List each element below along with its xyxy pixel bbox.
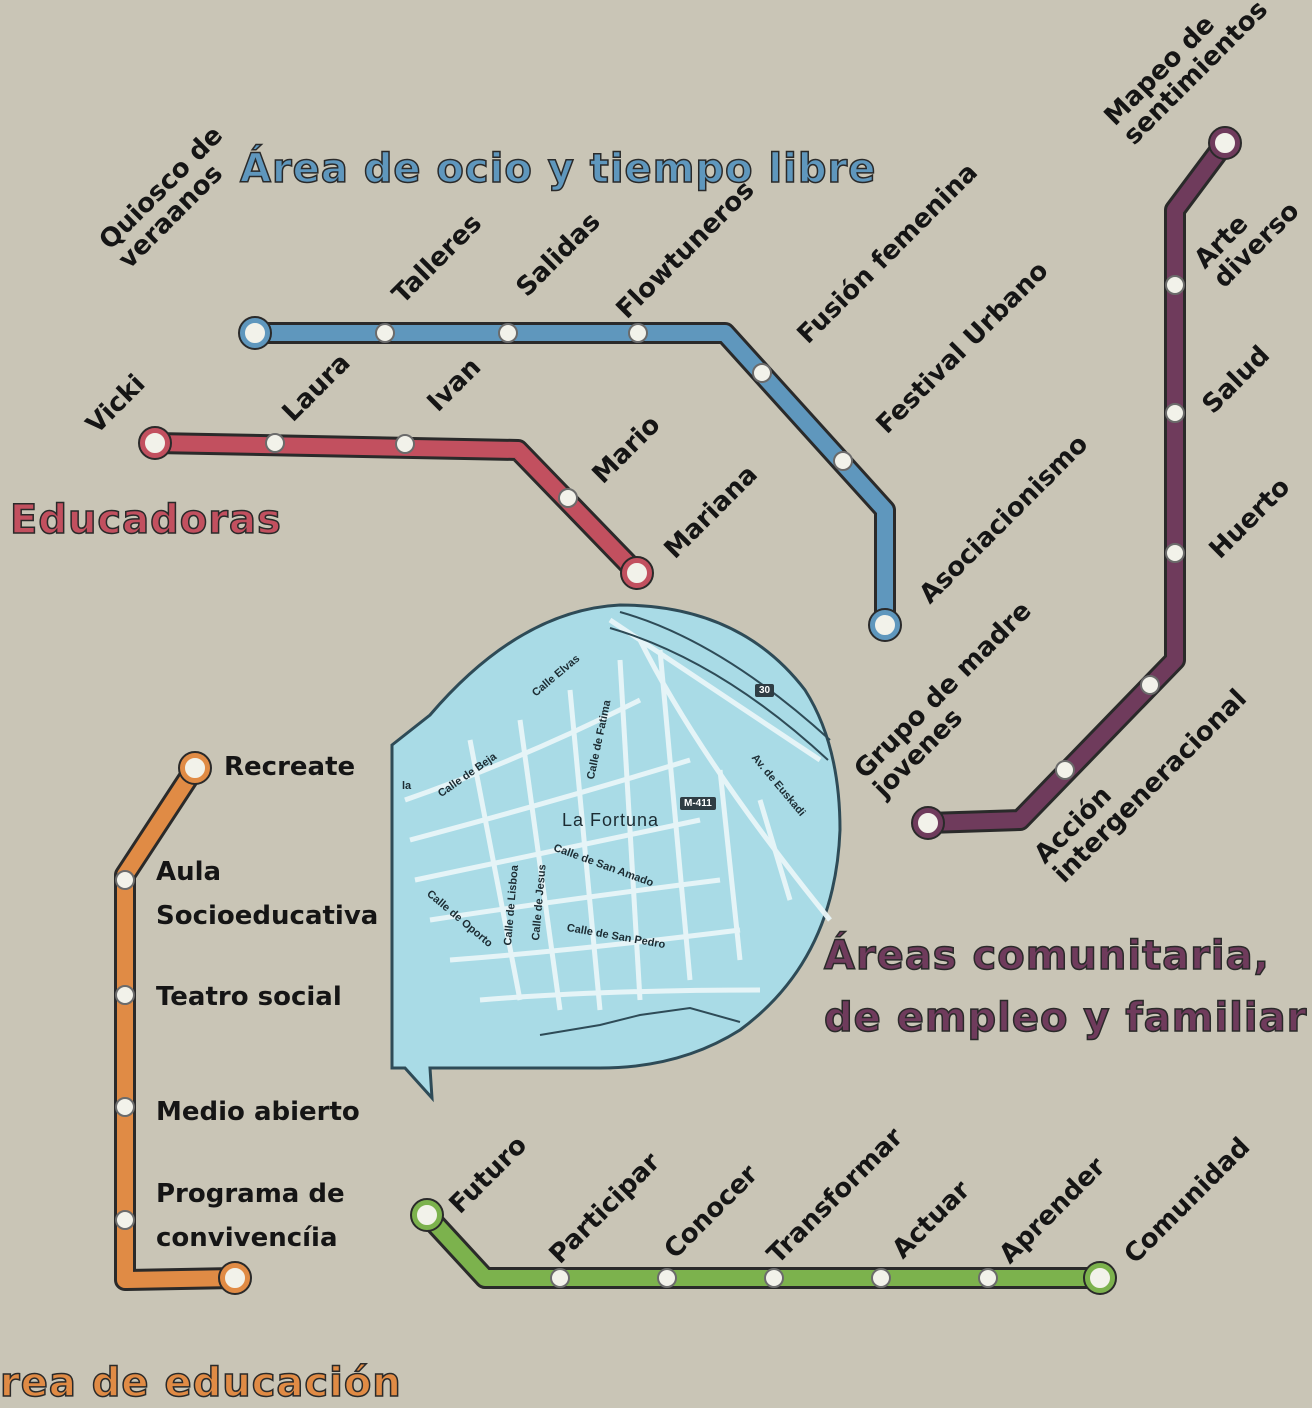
educacion-line [117, 763, 236, 1288]
map-bubble [390, 603, 842, 1103]
valores-station-dot [871, 1268, 891, 1288]
ocio-terminal-dot [239, 317, 271, 349]
comunitaria-station-dot [1165, 543, 1185, 563]
valores-terminal-outline [410, 1198, 444, 1232]
educadoras-station-dot [265, 433, 285, 453]
comunitaria-terminal-outline [911, 806, 945, 840]
valores-station-dot [978, 1268, 998, 1288]
comunitaria-terminal-dot [1209, 127, 1241, 159]
educadoras-terminal-dot [139, 427, 171, 459]
ocio-station-dot [628, 323, 648, 343]
map-edge-label: la [402, 780, 412, 792]
ocio-terminal-dot [869, 609, 901, 641]
ocio-terminal-outline [868, 608, 902, 642]
comunitaria-terminal-outline [1208, 126, 1242, 160]
educacion-terminal-dot [219, 1262, 251, 1294]
station-label-medio: Medio abierto [156, 1097, 360, 1127]
ocio-station-dot [498, 323, 518, 343]
title-comunitaria-line1: Áreas comunitaria, [823, 932, 1270, 980]
educacion-terminal-dot [179, 752, 211, 784]
title-ocio: Área de ocio y tiempo libre [239, 145, 877, 193]
educacion-station-dot [115, 985, 135, 1005]
comunitaria-station-dot [1055, 760, 1075, 780]
title-comunitaria-line2: de empleo y familiar [823, 994, 1308, 1042]
ocio-station-dot [752, 363, 772, 383]
station-label-aula: Aula Socioeducativa [156, 857, 379, 931]
map-road-m411: M-411 [680, 797, 716, 810]
comunitaria-station-dot [1140, 675, 1160, 695]
educacion-station-dot [115, 870, 135, 890]
educadoras-station-dot [558, 488, 578, 508]
map-road-30: 30 [755, 684, 775, 697]
comunitaria-station-dot [1165, 403, 1185, 423]
comunitaria-line [927, 138, 1232, 831]
comunitaria-terminal-dot [912, 807, 944, 839]
educadoras-station-dot [395, 434, 415, 454]
title-educadoras: Educadoras [9, 496, 282, 544]
valores-terminal-dot [1084, 1262, 1116, 1294]
valores-line [421, 1209, 1100, 1286]
educadoras-terminal-outline [138, 426, 172, 460]
valores-station-dot [657, 1268, 677, 1288]
title-educacion: rea de educación [0, 1359, 402, 1407]
valores-terminal-dot [411, 1199, 443, 1231]
comunitaria-station-dot [1165, 275, 1185, 295]
educacion-station-dot [115, 1097, 135, 1117]
valores-station-dot [764, 1268, 784, 1288]
educacion-terminal-outline [178, 751, 212, 785]
station-label-teatro: Teatro social [156, 982, 342, 1012]
station-label-programa: Programa de convivencíia [156, 1179, 345, 1253]
educadoras-terminal-outline [620, 556, 654, 590]
ocio-station-dot [833, 451, 853, 471]
valores-station-dot [550, 1268, 570, 1288]
ocio-station-dot [375, 323, 395, 343]
station-label-recreate: Recreate [224, 752, 356, 782]
valores-terminal-outline [1083, 1261, 1117, 1295]
educacion-station-dot [115, 1210, 135, 1230]
ocio-line [255, 325, 893, 625]
educadoras-terminal-dot [621, 557, 653, 589]
educacion-terminal-outline [218, 1261, 252, 1295]
map-city-label: La Fortuna [562, 810, 660, 830]
ocio-terminal-outline [238, 316, 272, 350]
ocio-line-outline [255, 322, 896, 625]
